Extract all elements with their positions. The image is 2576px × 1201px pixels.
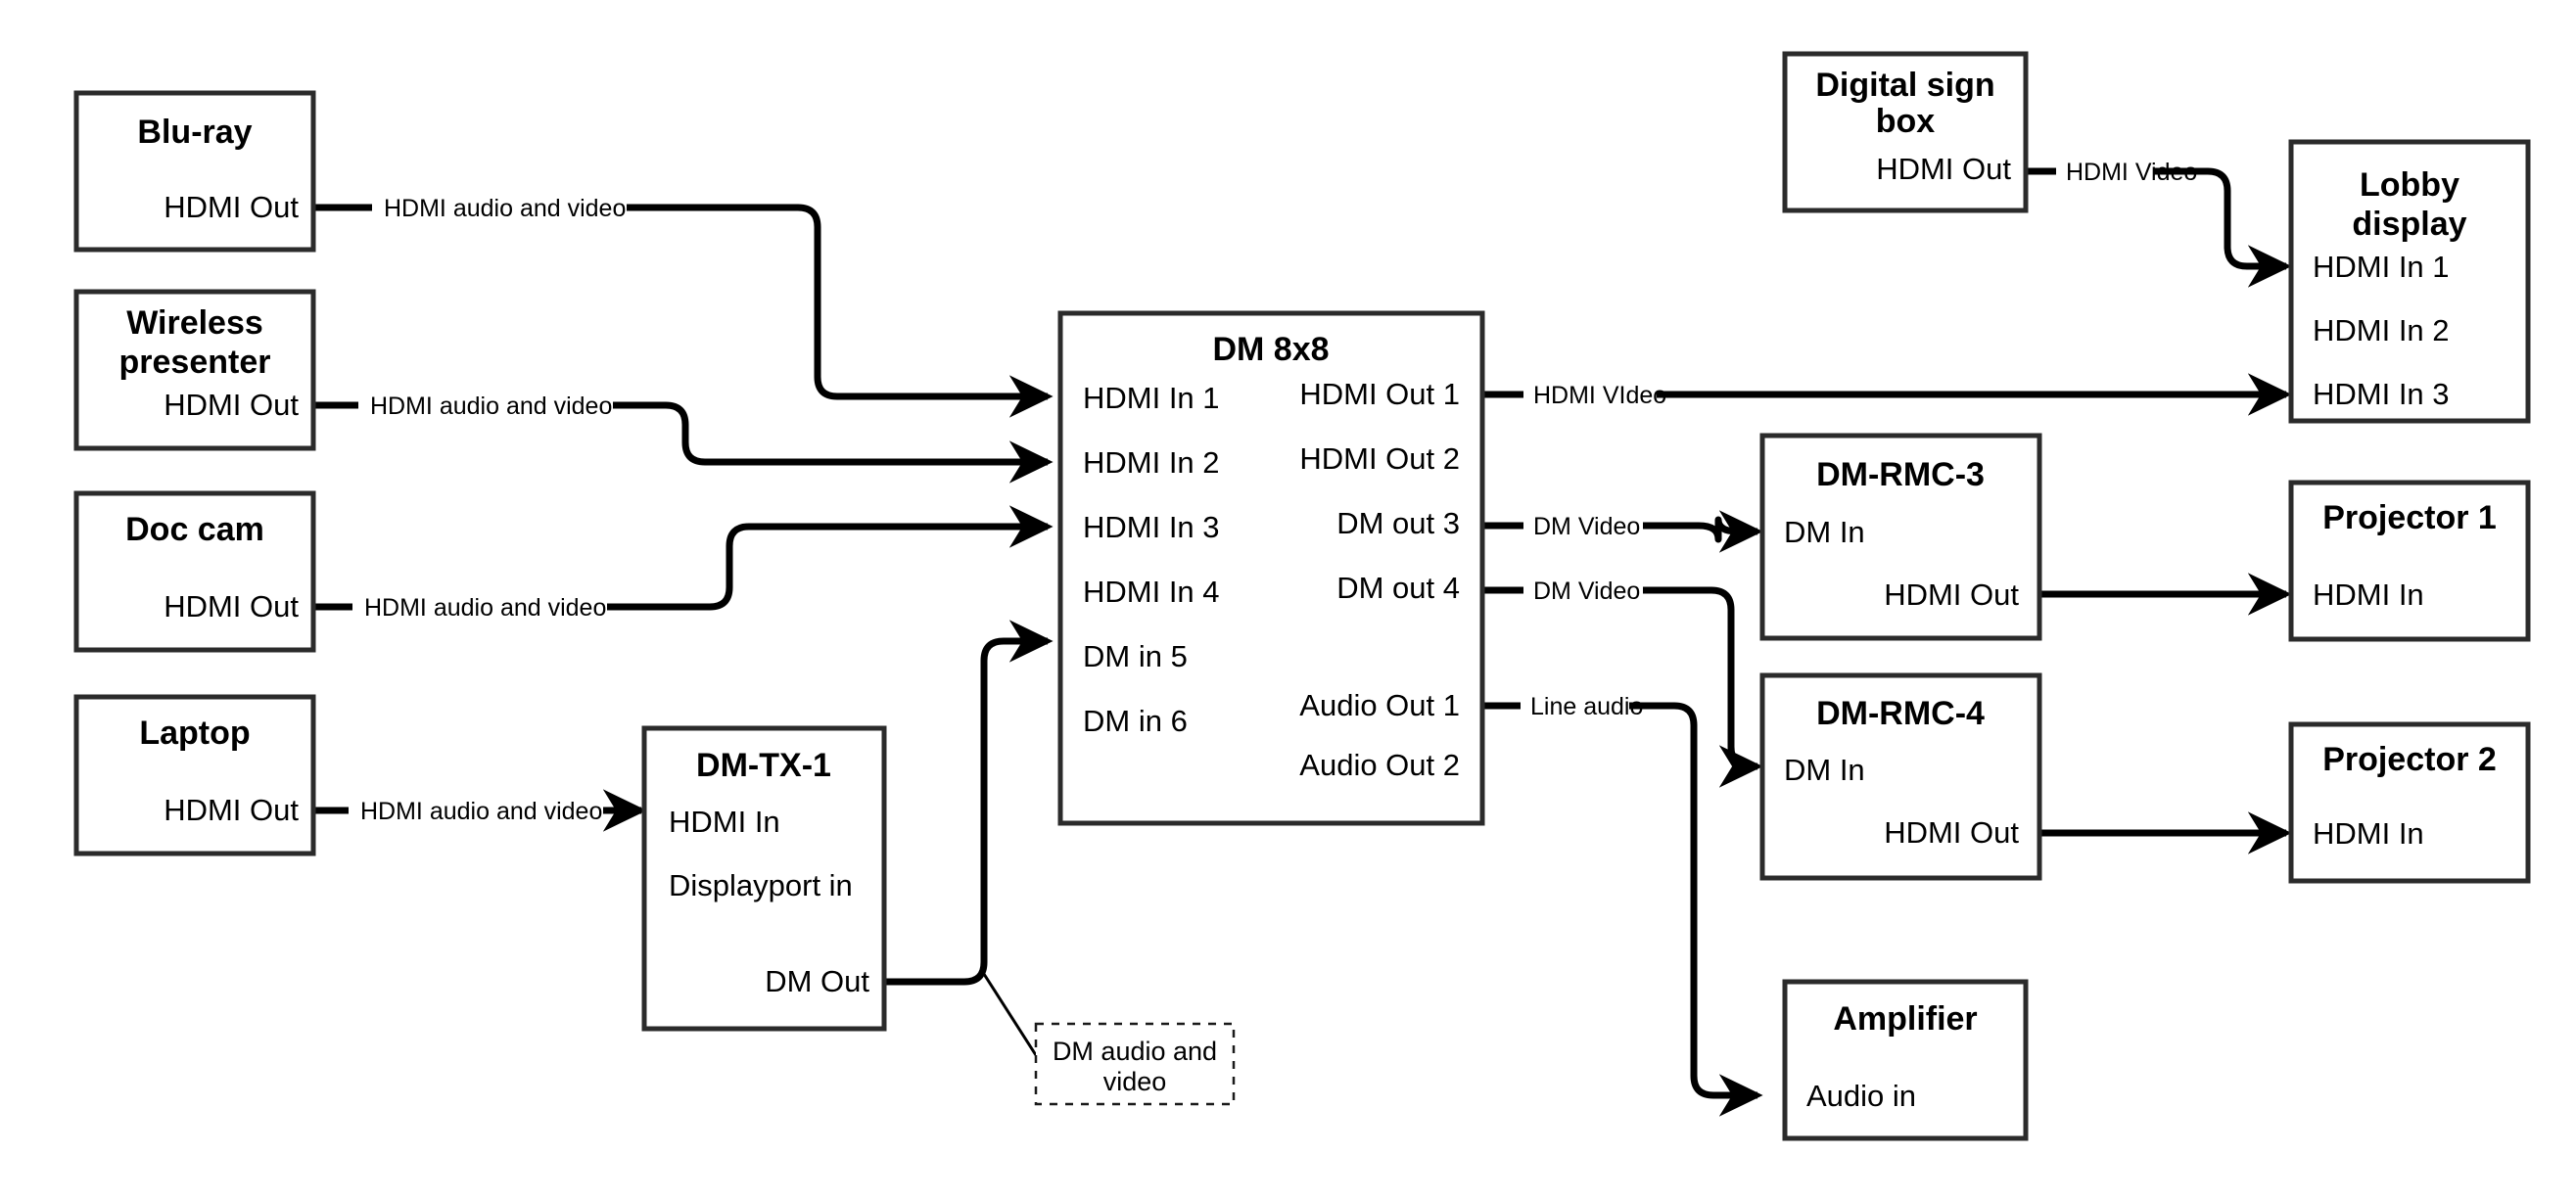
node-digitalsign-title-line2: box — [1876, 103, 1936, 140]
note-leader-line — [980, 970, 1038, 1056]
node-digitalsign-port-hdmi-out: HDMI Out — [1876, 152, 2011, 186]
node-amplifier-title: Amplifier — [1833, 1000, 1977, 1038]
node-laptop-port-hdmi-out: HDMI Out — [164, 793, 299, 827]
node-lobby-port-hdmi-in-1: HDMI In 1 — [2313, 250, 2450, 284]
node-dmtx1-port-hdmi-in: HDMI In — [669, 805, 780, 839]
note-line2: video — [1103, 1067, 1167, 1096]
node-dm8x8-output-audio-out-1: Audio Out 1 — [1299, 688, 1460, 722]
node-dm8x8-input-hdmi-in-2: HDMI In 2 — [1083, 445, 1220, 480]
node-projector2-port-hdmi-in: HDMI In — [2313, 816, 2424, 851]
wire-label-dmout4: DM Video — [1533, 577, 1640, 605]
node-projector1-title: Projector 1 — [2322, 499, 2497, 536]
node-doc-cam[interactable]: Doc cam HDMI Out — [73, 490, 316, 653]
wire-dmout4-to-dmrmc4: DM Video — [1482, 577, 1763, 788]
node-dm-8x8[interactable]: DM 8x8 HDMI In 1 HDMI In 2 HDMI In 3 HDM… — [1057, 310, 1485, 826]
node-dmrmc3-port-hdmi-out: HDMI Out — [1884, 577, 2019, 612]
wire-laptop-to-dmtx1: HDMI audio and video — [313, 789, 647, 832]
node-lobby-title-line2: display — [2352, 206, 2466, 243]
node-projector-1[interactable]: Projector 1 HDMI In — [2288, 480, 2531, 642]
wire-label-audioout1: Line audio — [1530, 693, 1643, 720]
note-line1: DM audio and — [1053, 1037, 1217, 1066]
node-projector2-title: Projector 2 — [2322, 741, 2497, 778]
wire-label-doccam: HDMI audio and video — [364, 594, 606, 622]
node-projector1-port-hdmi-in: HDMI In — [2313, 577, 2424, 612]
node-wireless-title-line1: Wireless — [126, 304, 263, 342]
node-bluray[interactable]: Blu-ray HDMI Out — [73, 90, 316, 253]
node-dm8x8-title: DM 8x8 — [1212, 331, 1329, 368]
node-dm8x8-input-dm-in-5: DM in 5 — [1083, 639, 1188, 673]
node-dmrmc3-port-dm-in: DM In — [1784, 515, 1865, 549]
wire-label-dmout3: DM Video — [1533, 513, 1640, 540]
node-bluray-title: Blu-ray — [137, 114, 252, 151]
node-digitalsign-title-line1: Digital sign — [1815, 67, 1994, 104]
wire-label-bluray: HDMI audio and video — [384, 195, 626, 222]
node-dm8x8-output-hdmi-out-2: HDMI Out 2 — [1299, 441, 1460, 476]
node-dm-rmc-3[interactable]: DM-RMC-3 DM In HDMI Out — [1759, 433, 2042, 641]
wire-hdmiout1-to-lobby: HDMI VIdeo — [1482, 373, 2292, 416]
node-dm8x8-input-hdmi-in-4: HDMI In 4 — [1083, 575, 1220, 609]
node-lobby-port-hdmi-in-3: HDMI In 3 — [2313, 377, 2450, 411]
node-dm-rmc-4[interactable]: DM-RMC-4 DM In HDMI Out — [1759, 672, 2042, 881]
wire-sign-to-lobby: HDMI Video — [2026, 159, 2292, 288]
node-dmtx1-port-displayport-in: Displayport in — [669, 868, 853, 902]
node-doccam-port-hdmi-out: HDMI Out — [164, 589, 299, 624]
wire-label-laptop: HDMI audio and video — [360, 798, 602, 825]
node-dm8x8-output-dm-out-3: DM out 3 — [1336, 506, 1460, 540]
node-dmtx1-port-dm-out: DM Out — [765, 964, 869, 998]
wire-label-wireless: HDMI audio and video — [370, 393, 612, 420]
node-dm8x8-output-hdmi-out-1: HDMI Out 1 — [1299, 377, 1460, 411]
wire-bluray-to-dm8x8: HDMI audio and video — [313, 195, 1054, 418]
node-dmtx1-title: DM-TX-1 — [696, 747, 831, 784]
node-wireless-port-hdmi-out: HDMI Out — [164, 388, 299, 422]
node-dmrmc4-title: DM-RMC-4 — [1816, 695, 1985, 732]
wire-audioout1-to-amplifier: Line audio — [1482, 693, 1763, 1117]
wire-wireless-to-dm8x8: HDMI audio and video — [313, 393, 1054, 484]
node-doccam-title: Doc cam — [125, 511, 264, 548]
node-dm-tx-1[interactable]: DM-TX-1 HDMI In Displayport in DM Out — [641, 725, 887, 1032]
node-dm8x8-input-dm-in-6: DM in 6 — [1083, 704, 1188, 738]
node-laptop-title: Laptop — [139, 715, 250, 752]
node-lobby-display[interactable]: Lobby display HDMI In 1 HDMI In 2 HDMI I… — [2288, 139, 2531, 424]
node-wireless-presenter[interactable]: Wireless presenter HDMI Out — [73, 289, 316, 451]
node-dmrmc4-port-dm-in: DM In — [1784, 753, 1865, 787]
node-dmrmc4-port-hdmi-out: HDMI Out — [1884, 815, 2019, 850]
node-projector-2[interactable]: Projector 2 HDMI In — [2288, 721, 2531, 884]
node-laptop[interactable]: Laptop HDMI Out — [73, 694, 316, 856]
node-lobby-port-hdmi-in-2: HDMI In 2 — [2313, 313, 2450, 347]
node-bluray-port-hdmi-out: HDMI Out — [164, 190, 299, 224]
wire-dmtx1-to-dm8x8 — [884, 620, 1054, 986]
node-amplifier[interactable]: Amplifier Audio in — [1782, 979, 2029, 1141]
wire-label-hdmiout1: HDMI VIdeo — [1533, 382, 1666, 409]
node-amplifier-port-audio-in: Audio in — [1806, 1079, 1916, 1113]
node-dmrmc3-title: DM-RMC-3 — [1816, 456, 1985, 493]
wire-label-sign: HDMI Video — [2066, 159, 2197, 186]
node-wireless-title-line2: presenter — [119, 344, 271, 381]
node-lobby-title-line1: Lobby — [2360, 166, 2459, 204]
node-dm8x8-output-dm-out-4: DM out 4 — [1336, 571, 1460, 605]
note-dm-audio-and-video: DM audio and video — [1034, 1022, 1236, 1106]
node-digital-sign-box[interactable]: Digital sign box HDMI Out — [1782, 51, 2029, 213]
wire-doccam-to-dm8x8: HDMI audio and video — [313, 505, 1054, 622]
node-dm8x8-output-audio-out-2: Audio Out 2 — [1299, 748, 1460, 782]
node-dm8x8-input-hdmi-in-3: HDMI In 3 — [1083, 510, 1220, 544]
node-dm8x8-input-hdmi-in-1: HDMI In 1 — [1083, 381, 1220, 415]
wire-dmout3-to-dmrmc3: DM Video — [1482, 510, 1763, 553]
